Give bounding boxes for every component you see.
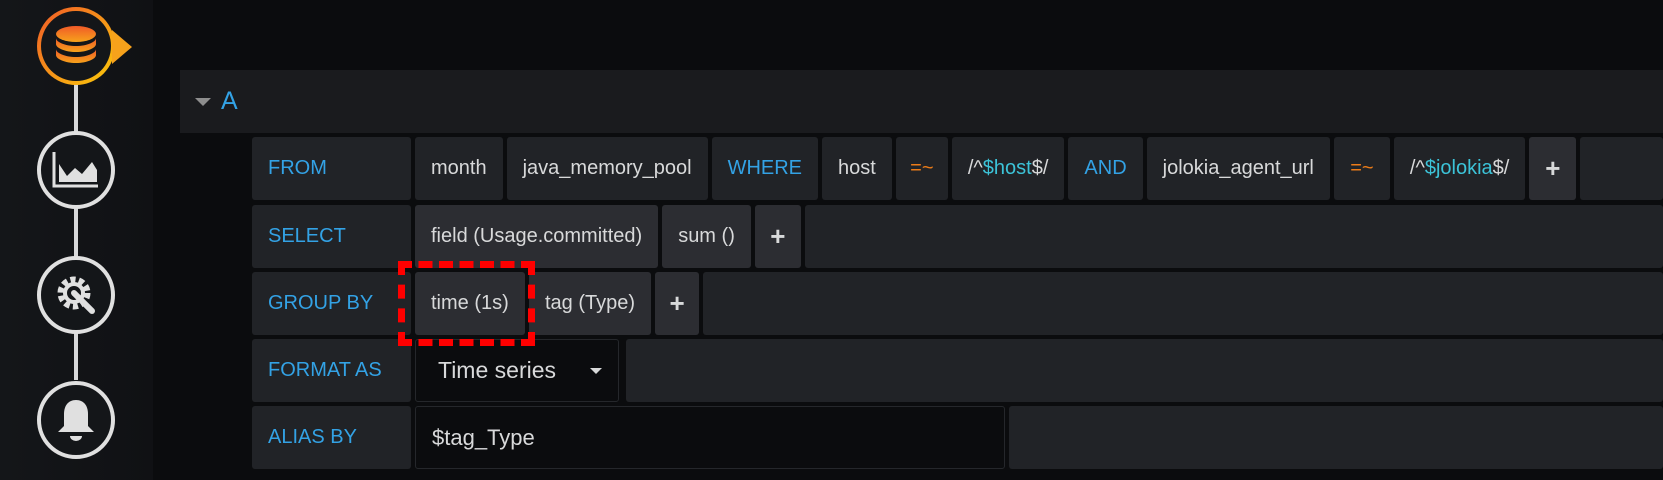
regex-prefix: /^ xyxy=(967,157,983,179)
tag-value-segment-host[interactable]: /^$host$/ xyxy=(951,137,1065,200)
database-icon xyxy=(56,26,96,63)
regex-suffix: $/ xyxy=(1492,157,1510,179)
editor-sidebar xyxy=(0,0,153,480)
group-by-tag-segment[interactable]: tag (Type) xyxy=(529,272,652,335)
group-by-label: GROUP BY xyxy=(252,272,411,335)
alias-by-input[interactable]: $tag_Type xyxy=(415,406,1005,469)
gear-wrench-icon xyxy=(57,276,95,314)
query-header[interactable]: A xyxy=(180,70,1663,133)
area-chart-icon xyxy=(52,152,98,188)
tag-value-segment-jolokia[interactable]: /^$jolokia$/ xyxy=(1393,137,1526,200)
where-keyword: WHERE xyxy=(711,137,819,200)
row-filler xyxy=(804,205,1663,268)
aggregation-segment[interactable]: sum () xyxy=(662,205,751,268)
row-filler xyxy=(1009,406,1663,469)
operator-segment[interactable]: =~ xyxy=(1333,137,1390,200)
alias-by-row: ALIAS BY $tag_Type xyxy=(252,406,1663,469)
select-label: SELECT xyxy=(252,205,411,268)
step-alert[interactable] xyxy=(37,381,115,459)
row-filler xyxy=(703,272,1663,335)
collapse-caret-icon[interactable] xyxy=(195,97,211,106)
step-queries[interactable] xyxy=(37,7,115,85)
row-filler xyxy=(1580,137,1663,200)
regex-prefix: /^ xyxy=(1409,157,1425,179)
format-as-value: Time series xyxy=(438,357,556,383)
step-visualization[interactable] xyxy=(37,131,115,209)
tag-key-segment-jolokia[interactable]: jolokia_agent_url xyxy=(1146,137,1330,200)
step-general[interactable] xyxy=(37,256,115,334)
retention-policy-segment[interactable]: month xyxy=(415,137,503,200)
operator-segment[interactable]: =~ xyxy=(895,137,948,200)
field-segment[interactable]: field (Usage.committed) xyxy=(415,205,659,268)
query-ref-id: A xyxy=(221,87,238,115)
select-row: SELECT field (Usage.committed) sum () + xyxy=(252,205,1663,268)
chevron-down-icon xyxy=(590,367,602,374)
add-where-button[interactable]: + xyxy=(1529,137,1577,200)
group-by-time-segment[interactable]: time (1s) xyxy=(415,272,525,335)
format-as-label: FORMAT AS xyxy=(252,339,411,402)
measurement-segment[interactable]: java_memory_pool xyxy=(506,137,708,200)
add-group-by-button[interactable]: + xyxy=(655,272,700,335)
regex-suffix: $/ xyxy=(1031,157,1049,179)
and-keyword[interactable]: AND xyxy=(1068,137,1143,200)
format-as-row: FORMAT AS Time series xyxy=(252,339,1663,402)
bell-icon xyxy=(58,400,94,441)
row-filler xyxy=(626,339,1663,402)
from-row: FROM month java_memory_pool WHERE host =… xyxy=(252,137,1663,200)
tag-key-segment-host[interactable]: host xyxy=(822,137,892,200)
group-by-row: GROUP BY time (1s) tag (Type) + xyxy=(252,272,1663,335)
step-connector xyxy=(74,80,78,380)
format-as-select[interactable]: Time series xyxy=(415,339,619,402)
template-variable: $jolokia xyxy=(1424,157,1493,179)
active-pointer-icon xyxy=(112,30,132,64)
alias-by-label: ALIAS BY xyxy=(252,406,411,469)
from-label: FROM xyxy=(252,137,411,200)
add-select-button[interactable]: + xyxy=(754,205,801,268)
template-variable: $host xyxy=(982,157,1032,179)
